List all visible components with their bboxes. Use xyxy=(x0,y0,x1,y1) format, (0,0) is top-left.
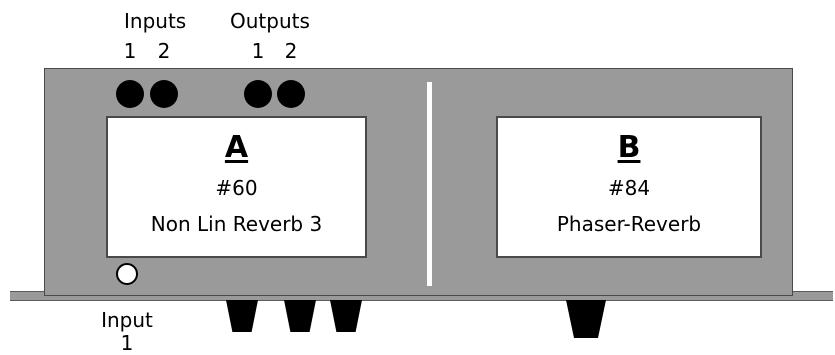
output-jack-1[interactable] xyxy=(244,80,272,108)
knob-4[interactable] xyxy=(566,300,606,338)
panel-a-letter: A xyxy=(224,130,249,165)
panel-a-program-number: #60 xyxy=(215,176,258,200)
knob-1[interactable] xyxy=(226,300,258,332)
section-divider xyxy=(427,82,432,286)
input-jack-2[interactable] xyxy=(150,80,178,108)
front-input-label: Input xyxy=(101,308,153,332)
panel-a-program-name: Non Lin Reverb 3 xyxy=(150,212,323,236)
output-jack-2[interactable] xyxy=(277,80,305,108)
knob-3[interactable] xyxy=(330,300,362,332)
front-input-number: 1 xyxy=(120,331,134,355)
panel-b-program-number: #84 xyxy=(607,176,651,200)
outputs-label: Outputs xyxy=(230,9,310,33)
input-number-2: 2 xyxy=(157,39,171,63)
output-number-2: 2 xyxy=(284,39,298,63)
output-number-1: 1 xyxy=(251,39,265,63)
input-jack-1[interactable] xyxy=(116,80,144,108)
front-input-jack[interactable] xyxy=(116,263,138,285)
panel-b-program-name: Phaser-Reverb xyxy=(556,212,702,236)
input-number-1: 1 xyxy=(123,39,137,63)
panel-b-letter: B xyxy=(617,130,641,165)
inputs-label: Inputs xyxy=(124,9,187,33)
panel-a: A #60 Non Lin Reverb 3 xyxy=(106,116,367,258)
panel-b: B #84 Phaser-Reverb xyxy=(496,116,762,258)
knob-2[interactable] xyxy=(284,300,316,332)
